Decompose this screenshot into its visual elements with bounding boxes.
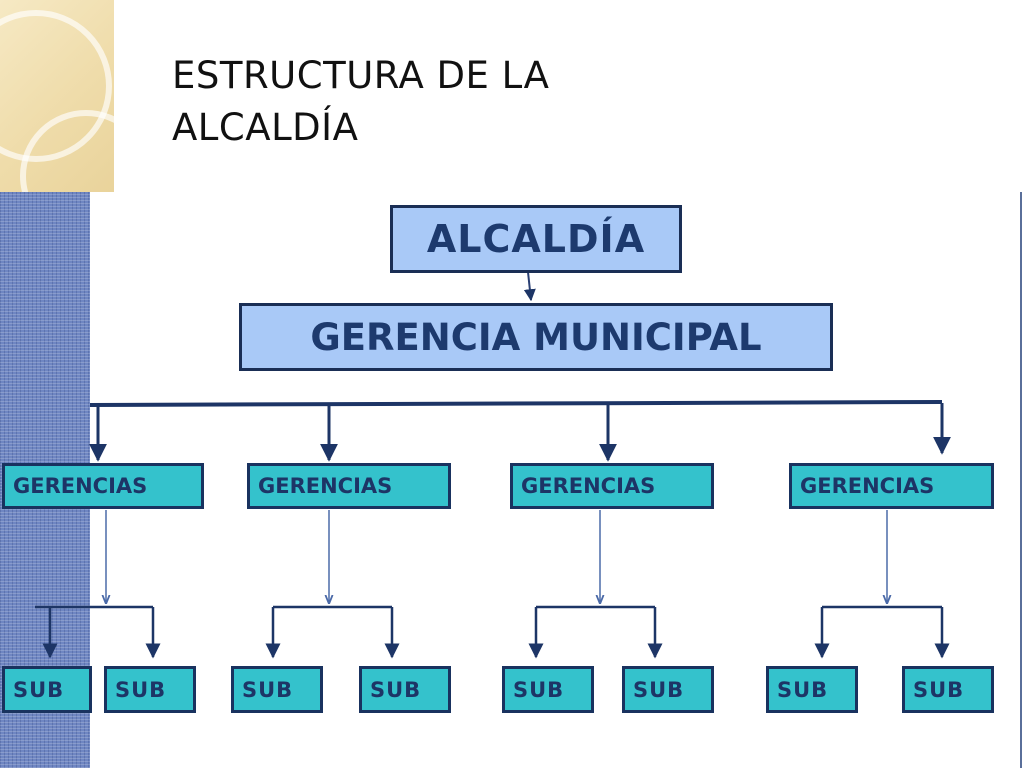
node-sub: SUB — [502, 666, 594, 713]
node-sub-label: SUB — [777, 677, 829, 702]
node-alcaldia: ALCALDÍA — [390, 205, 682, 273]
node-gerencia-municipal: GERENCIA MUNICIPAL — [239, 303, 833, 371]
node-sub-label: SUB — [370, 677, 422, 702]
node-gerencia-label: GERENCIAS — [521, 474, 656, 498]
connector-top — [523, 271, 536, 302]
node-sub: SUB — [359, 666, 451, 713]
sub-bracket — [265, 605, 400, 659]
node-sub-label: SUB — [115, 677, 167, 702]
node-gerencia: GERENCIAS — [247, 463, 451, 509]
node-sub: SUB — [231, 666, 323, 713]
node-sub-label: SUB — [633, 677, 685, 702]
node-sub: SUB — [902, 666, 994, 713]
page-title: ESTRUCTURA DE LA ALCALDÍA — [172, 50, 692, 154]
decorative-corner — [0, 0, 114, 192]
node-gerencia: GERENCIAS — [510, 463, 714, 509]
node-gerencia-label: GERENCIAS — [13, 474, 148, 498]
node-gerencia-municipal-label: GERENCIA MUNICIPAL — [310, 315, 762, 359]
node-gerencia-label: GERENCIAS — [800, 474, 935, 498]
divider — [1020, 192, 1022, 768]
node-gerencia: GERENCIAS — [789, 463, 994, 509]
node-alcaldia-label: ALCALDÍA — [426, 217, 646, 261]
sub-bracket — [814, 605, 950, 659]
node-sub-label: SUB — [513, 677, 565, 702]
node-sub: SUB — [766, 666, 858, 713]
node-sub: SUB — [622, 666, 714, 713]
node-gerencia-label: GERENCIAS — [258, 474, 393, 498]
sub-bracket — [35, 605, 161, 659]
connector-bus — [89, 400, 943, 407]
node-sub-label: SUB — [242, 677, 294, 702]
node-sub-label: SUB — [13, 677, 65, 702]
sub-bracket — [528, 605, 663, 659]
page-title-line-2: ALCALDÍA — [172, 106, 359, 149]
node-sub: SUB — [2, 666, 92, 713]
node-sub-label: SUB — [913, 677, 965, 702]
node-sub: SUB — [104, 666, 196, 713]
node-gerencia: GERENCIAS — [2, 463, 204, 509]
page-title-line-1: ESTRUCTURA DE LA — [172, 54, 550, 97]
